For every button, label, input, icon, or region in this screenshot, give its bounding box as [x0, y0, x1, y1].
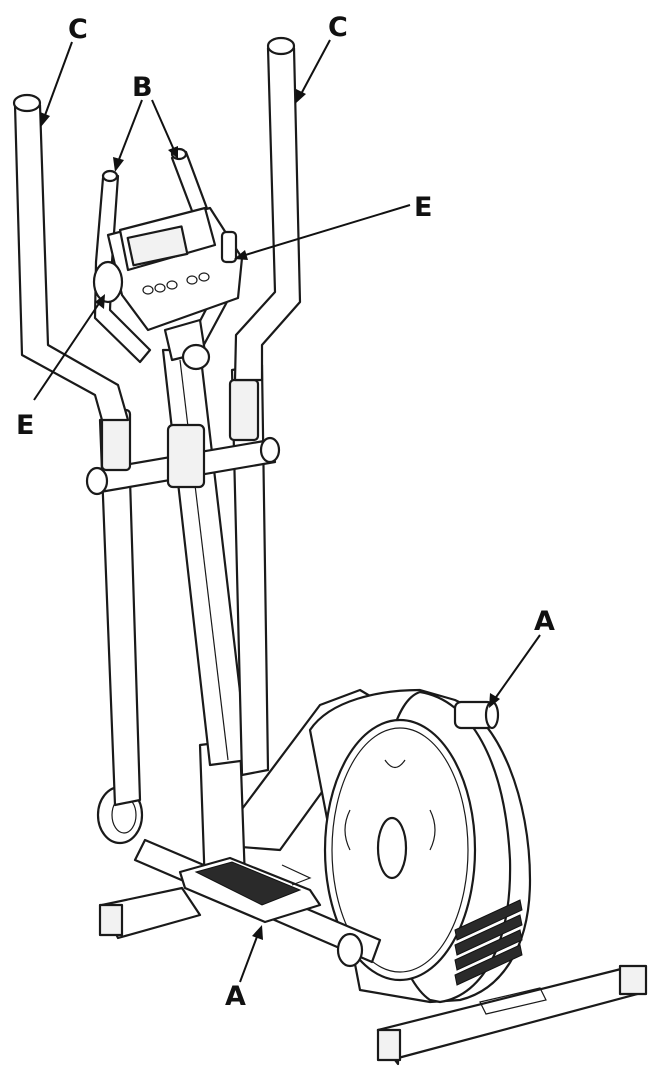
pivot-crossbar [85, 378, 281, 496]
leader-e-left [33, 294, 105, 401]
callout-e-right: E [414, 192, 432, 223]
rear-stabilizer [376, 964, 648, 1066]
pulse-sensor-right [220, 230, 238, 264]
callout-a-bottom: A [225, 981, 246, 1012]
callout-b: B [132, 72, 153, 103]
handlebar-left [12, 93, 130, 422]
callout-a-top: A [534, 606, 555, 637]
pulse-sensor-left [92, 260, 124, 304]
flywheel-housing [308, 688, 532, 1004]
callout-e-left: E [16, 410, 34, 441]
leader-c-left [40, 41, 73, 128]
leader-a-bottom [239, 925, 263, 983]
console [106, 206, 244, 371]
handlebar-right [233, 36, 302, 382]
leader-c-right [295, 39, 331, 104]
callout-c-left: C [68, 14, 88, 45]
pedal-assembly [133, 838, 382, 968]
leader-b [113, 99, 178, 172]
front-stabilizer [98, 886, 202, 940]
leader-e-right [234, 204, 411, 260]
callout-c-right: C [328, 12, 348, 43]
leader-a-top [489, 634, 541, 708]
